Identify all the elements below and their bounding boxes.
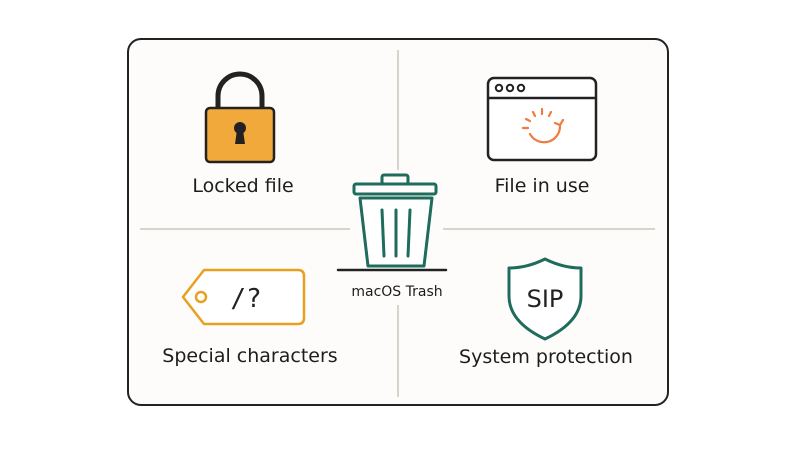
horizontal-divider-right — [443, 228, 655, 230]
padlock-icon — [204, 71, 276, 164]
horizontal-divider-left — [140, 228, 350, 230]
tag-text: /? — [230, 284, 261, 314]
system-protection-label: System protection — [459, 346, 633, 368]
tag-icon: /? — [181, 268, 306, 326]
shield-text: SIP — [527, 285, 564, 313]
file-in-use-label: File in use — [494, 175, 590, 197]
special-characters-label: Special characters — [162, 345, 338, 367]
macos-trash-label: macOS Trash — [351, 284, 443, 300]
app-window-loading-icon — [486, 76, 598, 162]
trash-can-icon — [336, 173, 448, 272]
vertical-divider-bottom — [397, 305, 399, 397]
locked-file-label: Locked file — [192, 175, 294, 197]
shield-icon: SIP — [507, 257, 583, 341]
vertical-divider-top — [397, 50, 399, 170]
